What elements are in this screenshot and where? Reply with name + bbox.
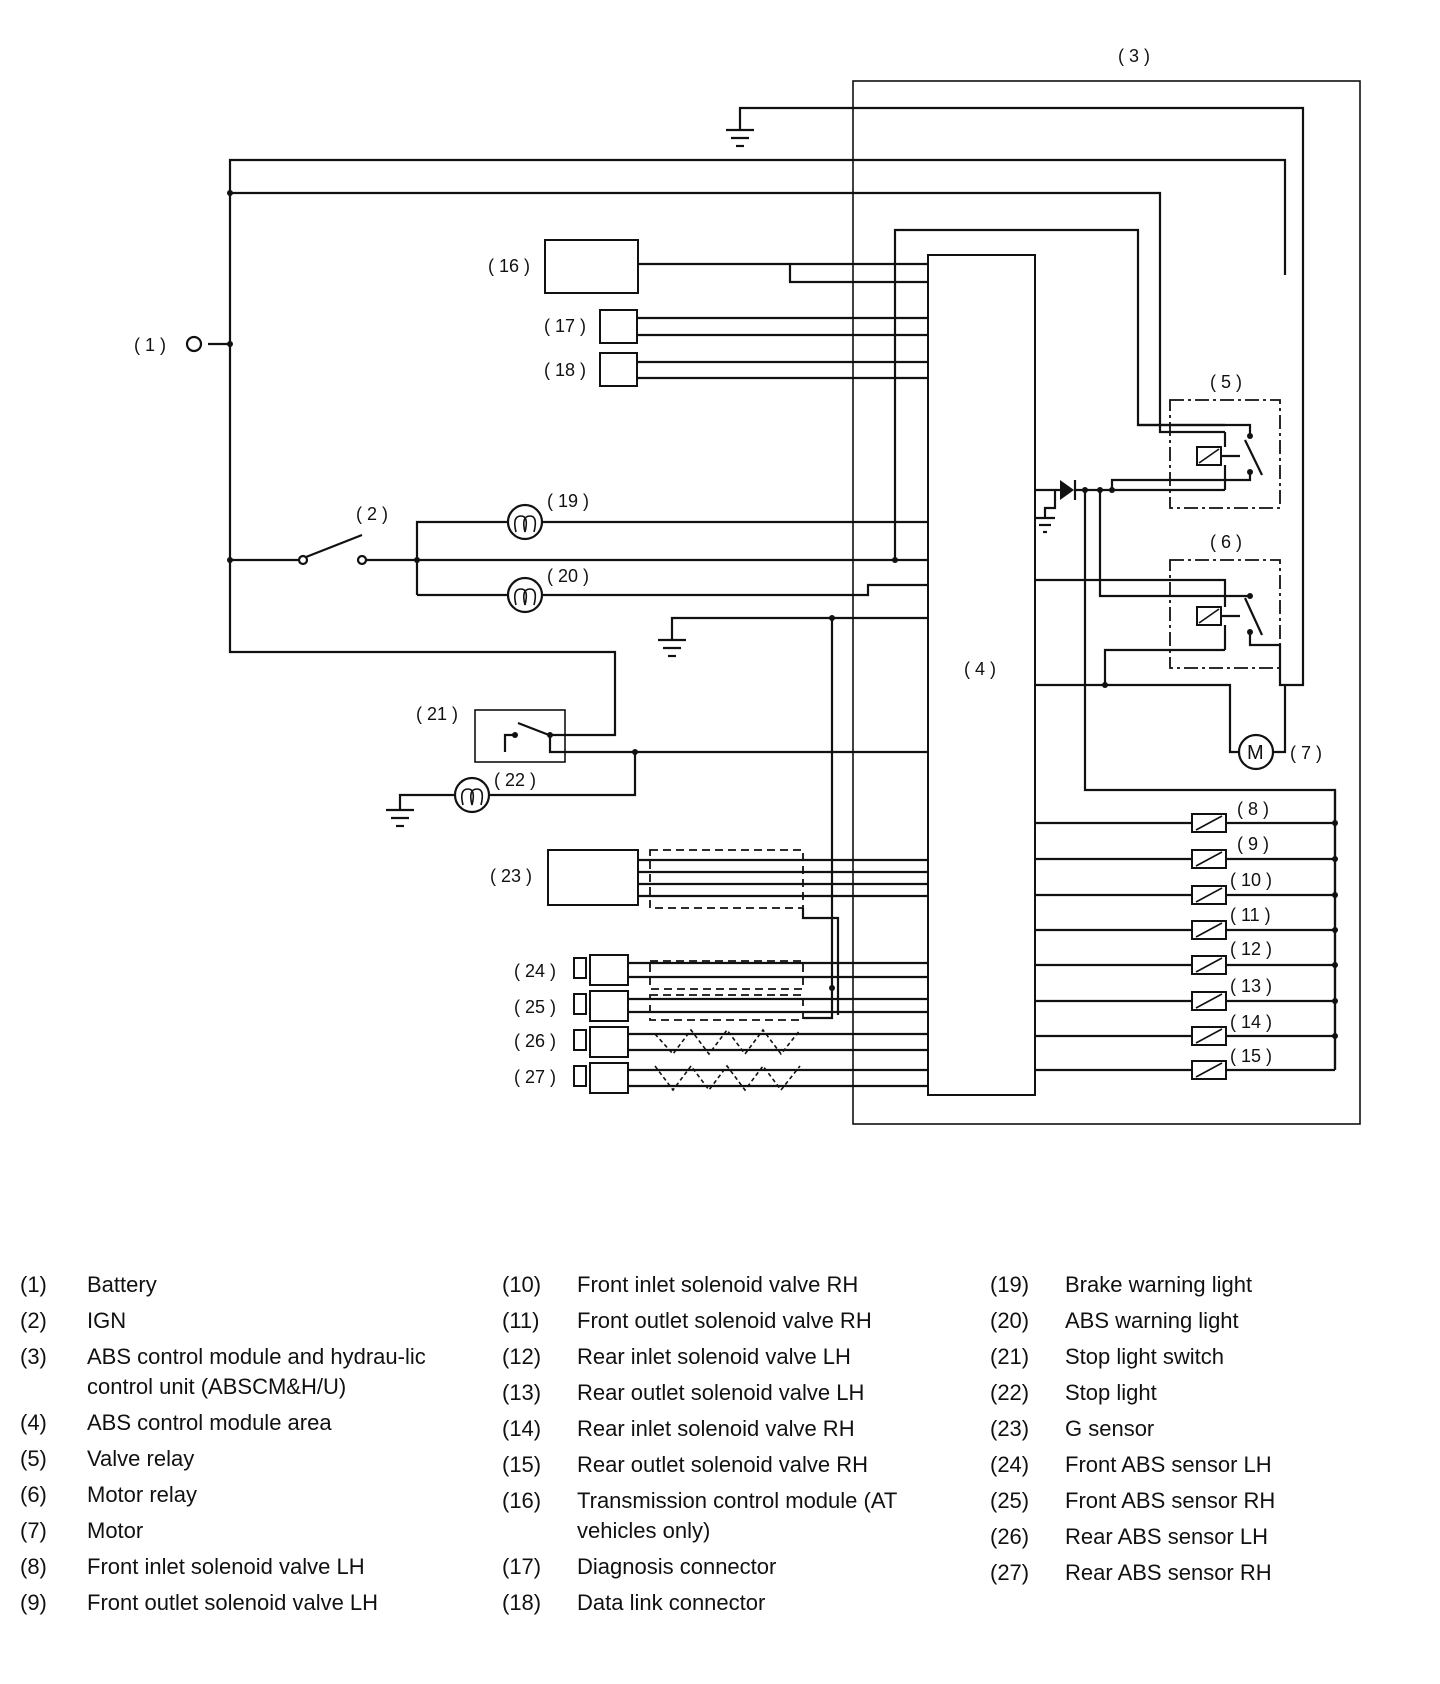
- motor-symbol: M: [1247, 742, 1264, 764]
- label-27: ( 27 ): [514, 1067, 556, 1087]
- label-10: ( 10 ): [1230, 870, 1272, 890]
- legend-item: (22)Stop light: [990, 1380, 1157, 1405]
- legend-item: (7)Motor: [20, 1518, 144, 1543]
- label-19: ( 19 ): [547, 491, 589, 511]
- label-24: ( 24 ): [514, 961, 556, 981]
- label-8: ( 8 ): [1237, 799, 1269, 819]
- solenoid-valve-15: [1035, 1060, 1335, 1080]
- label-5: ( 5 ): [1210, 372, 1242, 392]
- legend-column-1: (1)Battery (2)IGN (3)ABS control module …: [20, 1270, 460, 1624]
- battery-terminal: [185, 335, 203, 353]
- ground-symbol-middle: [658, 615, 928, 658]
- label-3: ( 3 ): [1118, 46, 1150, 66]
- brake-warning-light: [506, 503, 544, 541]
- legend-item: (19)Brake warning light: [990, 1272, 1253, 1297]
- diode: [1035, 480, 1225, 534]
- label-15: ( 15 ): [1230, 1046, 1272, 1066]
- legend-item: (24)Front ABS sensor LH: [990, 1452, 1272, 1477]
- front-abs-sensor-lh: [573, 954, 928, 990]
- front-abs-sensor-rh: [573, 985, 928, 1022]
- abscm-hu-box: [852, 80, 1361, 1125]
- legend-item: (25)Front ABS sensor RH: [990, 1488, 1276, 1513]
- label-16: ( 16 ): [488, 256, 530, 276]
- abs-control-module: [927, 254, 1036, 1096]
- label-25: ( 25 ): [514, 997, 556, 1017]
- g-sensor-shield: [649, 849, 804, 909]
- transmission-control-module: [544, 239, 639, 294]
- legend-item: (13)Rear outlet solenoid valve LH: [502, 1380, 865, 1405]
- legend-item: (6)Motor relay: [20, 1482, 198, 1507]
- abs-warning-light: [506, 576, 544, 614]
- diagnosis-connector: [599, 309, 638, 344]
- abs-wiring-diagram: ( 3 ) ( 4 ) ( 1 ) ( 2 ): [134, 46, 1361, 1125]
- battery-wiring: [208, 158, 1287, 737]
- label-13: ( 13 ): [1230, 976, 1272, 996]
- legend-column-2: (10)Front inlet solenoid valve RH (11)Fr…: [502, 1270, 962, 1624]
- legend: (1)Battery (2)IGN (3)ABS control module …: [0, 1270, 1440, 1670]
- legend-item: (16)Transmission control module (AT vehi…: [502, 1488, 897, 1543]
- solenoid-valve-14: [1035, 1026, 1338, 1046]
- label-26: ( 26 ): [514, 1031, 556, 1051]
- module-relay-wires: [1035, 578, 1337, 1070]
- label-17: ( 17 ): [544, 316, 586, 336]
- label-11: ( 11 ): [1230, 905, 1271, 925]
- tcm-wires: [638, 262, 928, 284]
- legend-item: (21)Stop light switch: [990, 1344, 1224, 1369]
- legend-item: (11)Front outlet solenoid valve RH: [502, 1308, 872, 1333]
- solenoid-valves: [1035, 790, 1338, 1080]
- legend-item: (15)Rear outlet solenoid valve RH: [502, 1452, 869, 1477]
- label-12: ( 12 ): [1230, 939, 1272, 959]
- label-1: ( 1 ): [134, 335, 166, 355]
- legend-item: (14)Rear inlet solenoid valve RH: [502, 1416, 855, 1441]
- g-sensor: [547, 849, 639, 906]
- legend-item: (5)Valve relay: [20, 1446, 195, 1471]
- ign-switch: [230, 533, 928, 566]
- label-14: ( 14 ): [1230, 1012, 1272, 1032]
- rear-abs-sensor-rh: [573, 1062, 928, 1094]
- legend-item: (17)Diagnosis connector: [502, 1554, 777, 1579]
- legend-column-3: (19)Brake warning light (20)ABS warning …: [990, 1270, 1420, 1594]
- stop-light-switch: [474, 709, 928, 797]
- legend-item: (20)ABS warning light: [990, 1308, 1239, 1333]
- legend-item: (26)Rear ABS sensor LH: [990, 1524, 1268, 1549]
- legend-item: (9)Front outlet solenoid valve LH: [20, 1590, 379, 1615]
- solenoid-valve-10: [1035, 885, 1338, 905]
- label-23: ( 23 ): [490, 866, 532, 886]
- legend-item: (18)Data link connector: [502, 1590, 766, 1615]
- label-21: ( 21 ): [416, 704, 458, 724]
- ign-branch-wiring: [415, 228, 1225, 597]
- label-2: ( 2 ): [356, 504, 388, 524]
- rear-abs-sensor-lh: [573, 1026, 928, 1058]
- solenoid-valve-12: [1035, 955, 1338, 975]
- legend-item: (8)Front inlet solenoid valve LH: [20, 1554, 365, 1579]
- solenoid-valve-11: [1035, 920, 1338, 940]
- label-20: ( 20 ): [547, 566, 589, 586]
- label-6: ( 6 ): [1210, 532, 1242, 552]
- label-4: ( 4 ): [964, 659, 996, 679]
- stop-light: [386, 776, 491, 828]
- legend-item: (10)Front inlet solenoid valve RH: [502, 1272, 859, 1297]
- legend-item: (1)Battery: [20, 1272, 157, 1297]
- valve-relay: [1110, 399, 1281, 509]
- legend-item: (12)Rear inlet solenoid valve LH: [502, 1344, 851, 1369]
- label-18: ( 18 ): [544, 360, 586, 380]
- solenoid-valve-8: [1035, 813, 1338, 833]
- motor-relay: [1083, 275, 1305, 687]
- data-link-connector: [599, 352, 638, 387]
- legend-item: (27)Rear ABS sensor RH: [990, 1560, 1272, 1585]
- solenoid-valve-13: [1035, 991, 1338, 1011]
- legend-item: (4)ABS control module area: [20, 1410, 332, 1435]
- ground-symbol-top: [726, 106, 1305, 275]
- label-9: ( 9 ): [1237, 834, 1269, 854]
- shield-ground-wire: [803, 618, 834, 1020]
- legend-item: (2)IGN: [20, 1308, 127, 1333]
- solenoid-valve-9: [1035, 849, 1338, 869]
- legend-item: (23)G sensor: [990, 1416, 1155, 1441]
- g-sensor-wires: [638, 858, 928, 1015]
- label-7: ( 7 ): [1290, 743, 1322, 763]
- legend-item: (3)ABS control module and hydrau-lic con…: [20, 1344, 426, 1399]
- motor: M: [1237, 733, 1275, 771]
- label-22: ( 22 ): [494, 770, 536, 790]
